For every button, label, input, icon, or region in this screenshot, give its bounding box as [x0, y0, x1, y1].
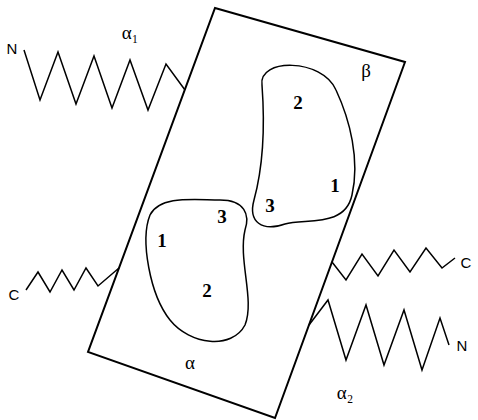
site-number: 2 [293, 93, 303, 112]
domain-label: α [185, 353, 195, 372]
blob-outline [135, 192, 260, 377]
terminus-label: C [461, 255, 472, 270]
domain-label: β [361, 61, 371, 80]
site-number: 3 [265, 196, 275, 215]
site-number: 2 [202, 281, 212, 300]
terminus-label: N [457, 338, 468, 353]
site-number: 3 [217, 207, 227, 226]
helix-zigzag [309, 300, 449, 370]
helix-zigzag [24, 50, 185, 110]
blob-path [253, 65, 355, 226]
site-number: 1 [330, 176, 340, 195]
terminus-label: N [7, 41, 18, 56]
terminus-label: C [9, 287, 20, 302]
helix-label: α₂ [337, 383, 354, 402]
domain-blob: 3 1 2 α [135, 192, 260, 377]
site-number: 1 [157, 231, 167, 250]
helix-label: α₁ [122, 23, 139, 42]
helix-zigzag [26, 268, 119, 292]
membrane-rectangle [88, 8, 405, 418]
domain-blob: 2 β 3 1 [245, 52, 380, 242]
blob-path [146, 199, 248, 341]
helix-zigzag [332, 248, 455, 280]
